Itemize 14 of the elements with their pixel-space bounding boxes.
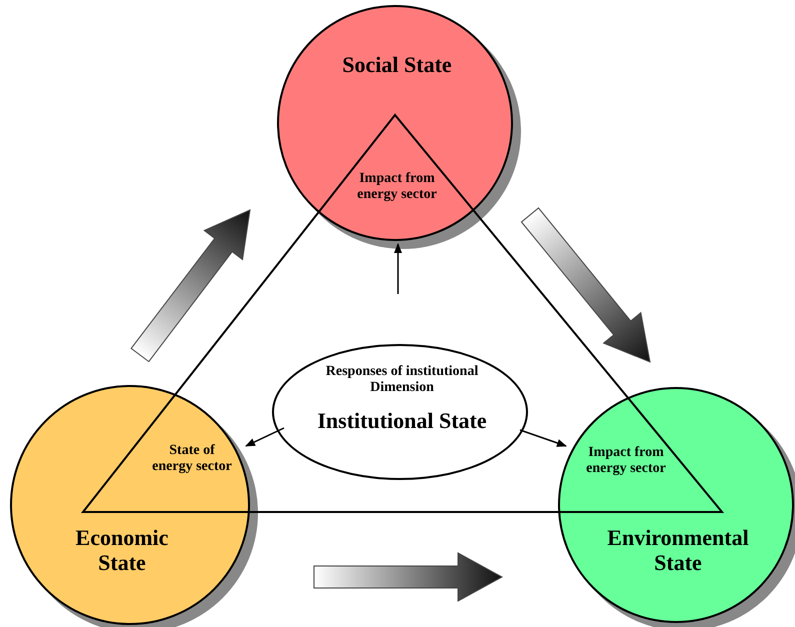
node-title: Institutional State xyxy=(316,408,488,434)
node-text: State of energy sector xyxy=(152,443,232,476)
arrow xyxy=(245,427,284,447)
block-arrow xyxy=(130,209,251,362)
arrow xyxy=(520,429,567,447)
block-arrow xyxy=(520,207,651,363)
node-title: Social State xyxy=(341,52,453,78)
node-text: Responses of institutional Dimension xyxy=(324,364,480,396)
node-title: Environmental State xyxy=(606,525,750,576)
block-arrow xyxy=(314,552,504,602)
node-text: Impact from energy sector xyxy=(585,445,667,478)
node-title: Economic State xyxy=(74,525,170,576)
node-text: Impact from energy sector xyxy=(356,171,438,204)
arrow xyxy=(394,243,402,294)
